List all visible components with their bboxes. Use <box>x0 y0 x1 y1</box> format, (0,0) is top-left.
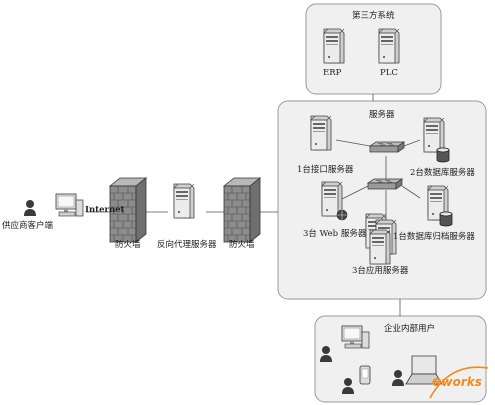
erp-server-icon <box>323 28 345 64</box>
watermark-swoosh <box>429 366 489 399</box>
supplier-desktop-icon <box>55 193 84 217</box>
plc-server-icon <box>378 28 400 64</box>
firewall-2-label: 防火墙 <box>229 240 255 250</box>
reverse-proxy-label: 反向代理服务器 <box>157 240 217 250</box>
archive-database-icon <box>439 211 453 227</box>
third-party-group-box <box>305 3 442 95</box>
network-switch-icon-2 <box>367 178 403 190</box>
firewall-icon-2 <box>223 177 261 243</box>
db-server-icon <box>423 117 445 153</box>
connection-lines <box>86 94 421 316</box>
laptop-icon <box>405 355 443 385</box>
supplier-person-icon <box>24 200 36 216</box>
internal-users-title: 企业内部用户 <box>384 324 436 334</box>
web-servers-label: 3台 Web 服务器 <box>303 229 367 239</box>
interface-servers-label: 1台接口服务器 <box>297 165 354 175</box>
watermark-logo: eworks <box>432 371 482 390</box>
interface-server-icon <box>310 115 332 151</box>
server-group-title: 服务器 <box>369 110 395 120</box>
third-party-group-title: 第三方系统 <box>352 11 395 21</box>
watermark-text: works <box>441 375 482 389</box>
web-globe-icon <box>336 209 348 221</box>
reverse-proxy-server-icon <box>173 183 195 219</box>
app-servers-label: 3台应用服务器 <box>352 266 409 276</box>
supplier-client-label: 供应商客户端 <box>2 221 54 231</box>
firewall-1-label: 防火墙 <box>115 240 141 250</box>
database-icon <box>436 147 450 163</box>
plc-label: PLC <box>380 68 398 78</box>
db-servers-label: 2台数据库服务器 <box>410 168 475 178</box>
phone-icon <box>359 365 371 385</box>
network-switch-icon <box>369 141 405 153</box>
watermark-letter: e <box>432 374 442 390</box>
erp-label: ERP <box>323 68 342 78</box>
archive-server-label: 1台数据库归档服务器 <box>393 232 475 242</box>
internet-label: Internet <box>85 205 125 215</box>
